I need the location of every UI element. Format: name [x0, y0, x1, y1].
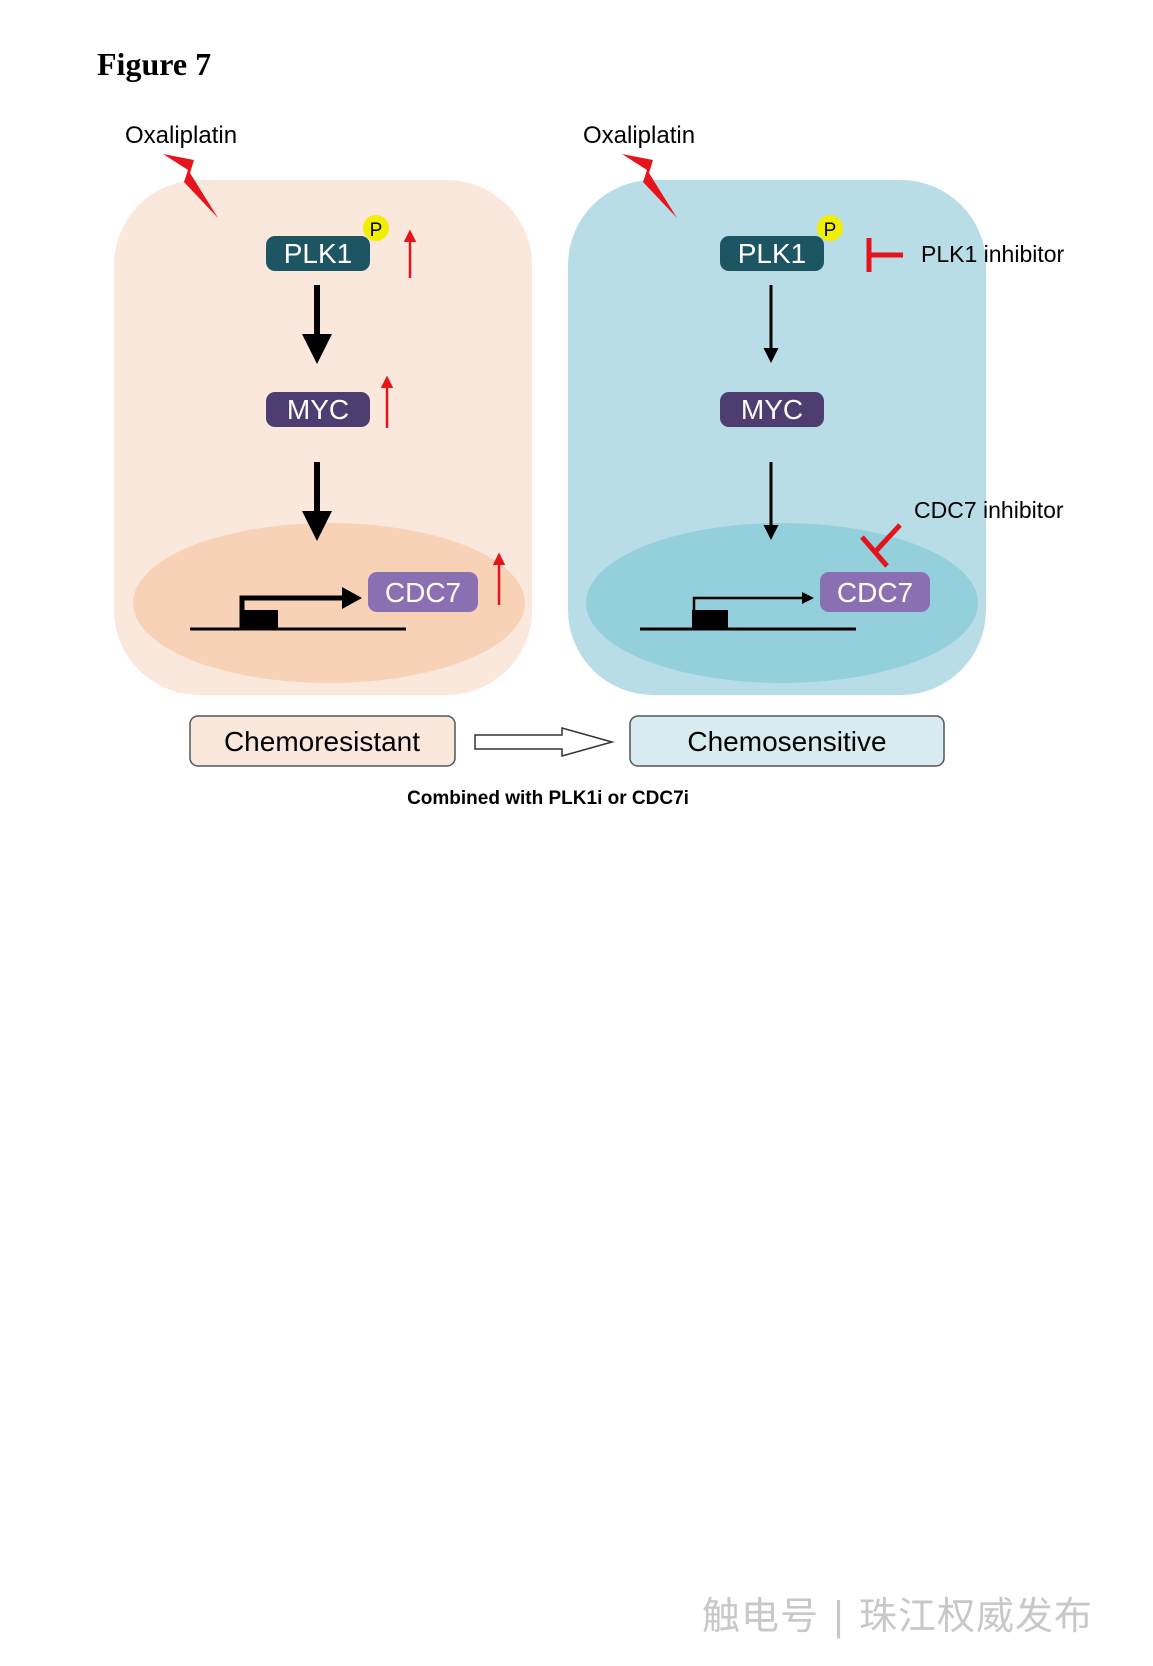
right-promoter-box [692, 610, 728, 629]
plk1-inhibitor-label: PLK1 inhibitor [921, 241, 1065, 267]
left-cdc7-label: CDC7 [385, 577, 461, 608]
left-oxaliplatin-label: Oxaliplatin [125, 122, 237, 149]
right-lightning-icon [622, 154, 677, 218]
combination-caption: Combined with PLK1i or CDC7i [407, 788, 689, 809]
outcome-row: Chemoresistant Chemosensitive Combined w… [189, 715, 945, 809]
left-myc-label: MYC [287, 394, 349, 425]
right-myc-label: MYC [741, 394, 803, 425]
chemosensitive-box [629, 715, 945, 767]
chemoresistant-box [189, 715, 456, 767]
right-oxaliplatin-label: Oxaliplatin [583, 122, 695, 149]
right-panel: Oxaliplatin PLK1 P PLK1 inhibitor MYC CD… [568, 122, 1065, 695]
chemosensitive-label: Chemosensitive [687, 726, 886, 757]
cdc7-inhibitor-stem-icon [873, 523, 902, 554]
left-transcription-arrow-icon [239, 595, 350, 629]
left-phospho-badge [363, 215, 389, 241]
left-lightning-icon [163, 154, 218, 218]
chemoresistant-label: Chemoresistant [224, 726, 420, 757]
right-phospho-badge [817, 215, 843, 241]
left-cdc7-box [368, 572, 478, 612]
left-transcription-arrowhead-icon [342, 587, 362, 609]
left-myc-box [266, 392, 370, 427]
watermark-text: 触电号 | 珠江权威发布 [702, 1594, 1093, 1638]
left-nucleus [133, 523, 525, 683]
right-transcription-arrowhead-icon [802, 592, 814, 604]
figure-title: Figure 7 [97, 46, 211, 82]
cdc7-inhibitor-label: CDC7 inhibitor [914, 497, 1064, 523]
right-plk1-label: PLK1 [738, 238, 807, 269]
right-phospho-label: P [824, 220, 837, 241]
right-myc-box [720, 392, 824, 427]
right-cdc7-box [820, 572, 930, 612]
left-panel: Oxaliplatin PLK1 P MYC CDC7 [114, 122, 532, 695]
left-promoter-box [240, 610, 278, 629]
left-phospho-label: P [370, 220, 383, 241]
transition-arrow-icon [474, 727, 615, 757]
right-nucleus [586, 523, 978, 683]
left-plk1-box [266, 236, 370, 271]
left-plk1-label: PLK1 [284, 238, 353, 269]
right-plk1-box [720, 236, 824, 271]
right-transcription-arrow-icon [692, 596, 808, 629]
right-cdc7-label: CDC7 [837, 577, 913, 608]
